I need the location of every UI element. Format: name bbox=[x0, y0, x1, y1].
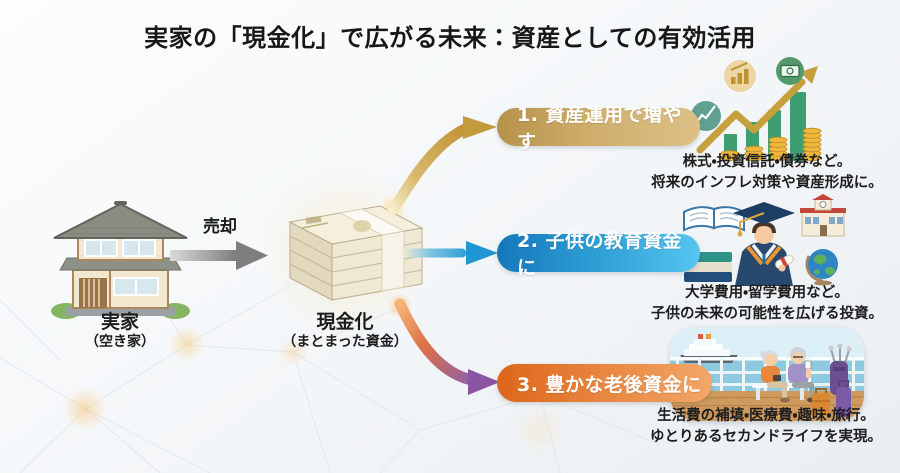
house-label-block: 実家 （空き家） bbox=[30, 311, 210, 352]
asset-management-description: 株式・投資信託・債券など。 将来のインフレ対策や資産形成に。 bbox=[636, 152, 898, 194]
house-label: 実家 bbox=[100, 311, 139, 333]
banner-education-fund-label: 2. 子供の教育資金に bbox=[517, 230, 683, 279]
retirement-desc-line2: ゆとりあるセカンドライフを実現。 bbox=[650, 429, 882, 445]
retirement-cruise-scene bbox=[670, 327, 864, 421]
cash-sublabel: （まとまった資金） bbox=[282, 334, 408, 350]
page-title: 実家の「現金化」で広がる未来：資産としての有効活用 bbox=[144, 24, 756, 52]
banner-asset-management-label: 1. 資産運用で増やす bbox=[517, 104, 683, 153]
branch2-blue-arrow-icon bbox=[402, 241, 498, 265]
education-desc-line2: 子供の未来の可能性を広げる投資。 bbox=[651, 306, 883, 322]
branch3-orange-purple-arrow-icon bbox=[394, 298, 500, 395]
sale-arrow-label: 売却 bbox=[203, 217, 237, 237]
retirement-desc-line1: 生活費の補填・医療費・趣味・旅行。 bbox=[657, 408, 875, 424]
senior-man-figure bbox=[788, 347, 817, 403]
branch1-gold-arrow-icon bbox=[387, 116, 497, 214]
education-desc-line1: 大学費用・留学費用など。 bbox=[685, 285, 849, 301]
banner-retirement-fund-label: 3. 豊かな老後資金に bbox=[517, 373, 702, 396]
luggage-icon bbox=[812, 380, 851, 420]
cash-label-block: 現金化 （まとまった資金） bbox=[255, 311, 435, 352]
investment-growth-icons bbox=[691, 57, 822, 162]
banner-education-fund: 2. 子供の教育資金に bbox=[497, 230, 700, 279]
banner-retirement-fund: 3. 豊かな老後資金に bbox=[497, 364, 712, 402]
education-fund-description: 大学費用・留学費用など。 子供の未来の可能性を広げる投資。 bbox=[636, 283, 898, 325]
banner-asset-management: 1. 資産運用で増やす bbox=[497, 104, 700, 153]
asset-management-desc-line2: 将来のインフレ対策や資産形成に。 bbox=[651, 175, 883, 191]
house-icon bbox=[51, 201, 190, 319]
education-icons bbox=[679, 194, 846, 286]
sale-right-arrow-icon bbox=[170, 241, 268, 270]
senior-couple-cruise-illustration bbox=[670, 327, 864, 421]
retirement-fund-description: 生活費の補填・医療費・趣味・旅行。 ゆとりあるセカンドライフを実現。 bbox=[630, 406, 900, 448]
senior-woman-figure bbox=[760, 350, 790, 403]
golf-bag-icon bbox=[828, 343, 852, 395]
cash-label: 現金化 bbox=[316, 311, 374, 333]
asset-management-desc-line1: 株式・投資信託・債券など。 bbox=[682, 154, 852, 170]
cash-stack-icon bbox=[288, 205, 424, 301]
house-sublabel: （空き家） bbox=[85, 334, 155, 350]
